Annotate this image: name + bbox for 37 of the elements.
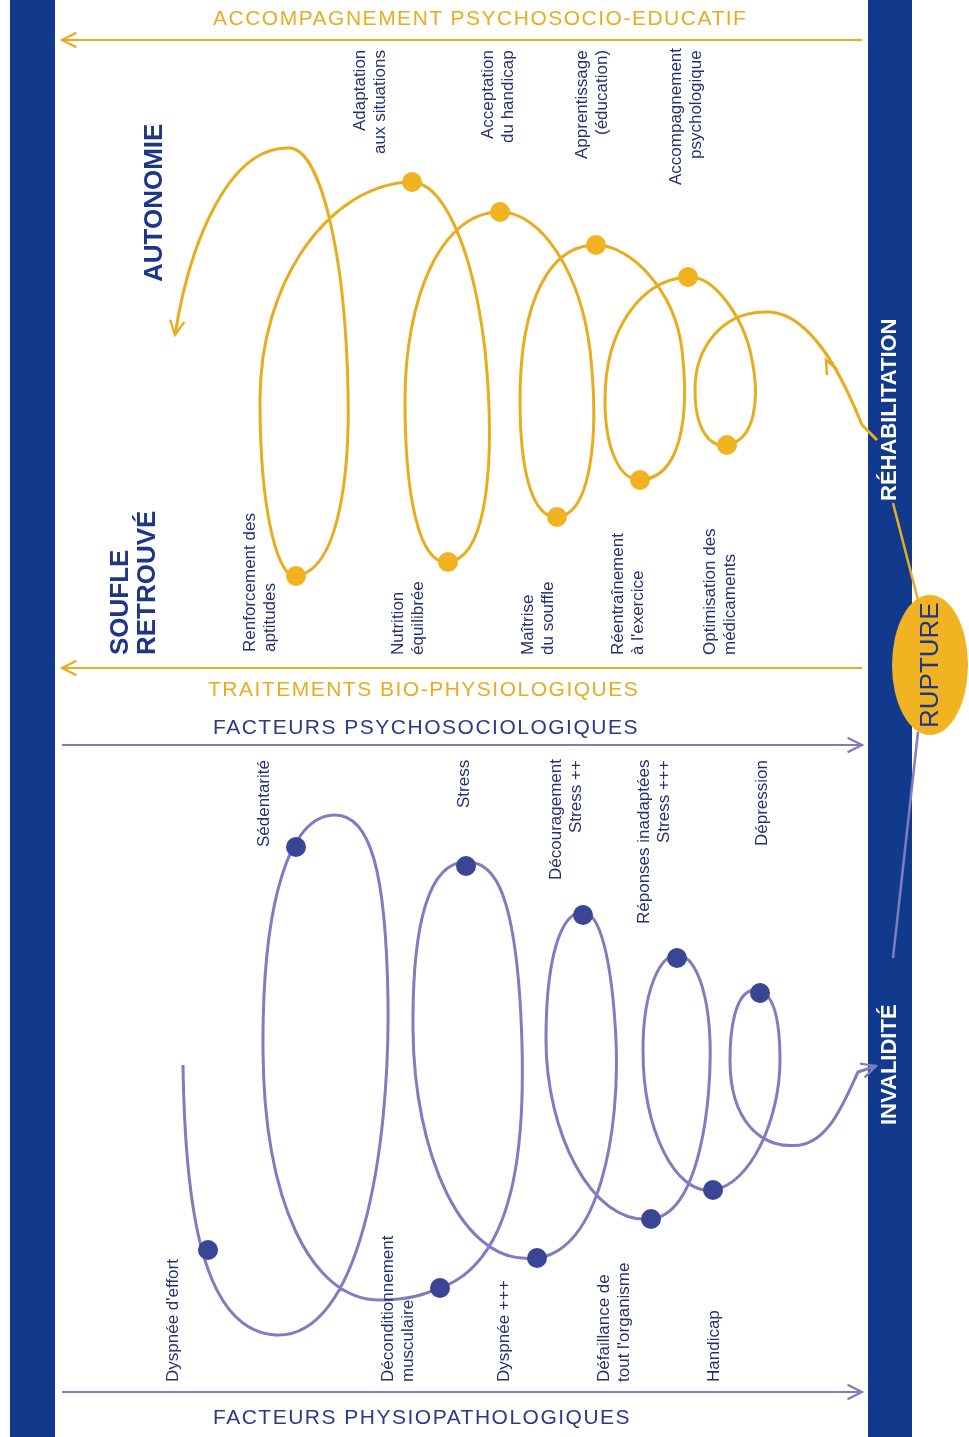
factor-label: Stress bbox=[454, 760, 474, 811]
stage-title: AUTONOMIE bbox=[140, 122, 168, 282]
axis-label: FACTEURS PHYSIOPATHOLOGIQUES bbox=[213, 1405, 632, 1429]
bar-label: RÉHABILITATION bbox=[876, 263, 902, 501]
axis-label: FACTEURS PSYCHOSOCIOLOGIQUES bbox=[213, 715, 639, 739]
connector-line bbox=[891, 502, 920, 601]
factor-label: Réentraînement à l'exercice bbox=[608, 535, 648, 655]
factor-label: Accompagnement psychologique bbox=[666, 50, 706, 185]
vertical-bar bbox=[868, 0, 912, 1437]
factor-label: Renforcement des aptitudes bbox=[240, 512, 280, 652]
factor-label: Sédentarité bbox=[254, 760, 274, 849]
arrow bbox=[61, 1383, 864, 1401]
vertical-bar bbox=[10, 0, 55, 1437]
factor-label: Dyspnée d'effort bbox=[163, 1258, 183, 1382]
factor-label: Découragement Stress ++ bbox=[546, 760, 586, 880]
factor-label: Dyspnée +++ bbox=[494, 1279, 514, 1382]
arrow bbox=[61, 736, 864, 754]
factor-label: Acceptation du handicap bbox=[478, 50, 518, 145]
arrow bbox=[60, 659, 863, 677]
rupture-ellipse: RUPTURE bbox=[892, 595, 968, 735]
factor-label: Optimisation des médicaments bbox=[700, 527, 740, 655]
axis-label: ACCOMPAGNEMENT PSYCHOSOCIO-EDUCATIF bbox=[213, 6, 748, 30]
factor-label: Dépression bbox=[752, 760, 772, 848]
factor-label: Réponses inadaptées Stress +++ bbox=[634, 760, 674, 927]
factor-label: Défaillance de tout l'organisme bbox=[594, 1262, 634, 1382]
stage-title: SOUFLE RETROUVÉ bbox=[106, 509, 161, 655]
factor-label: Déconditionnement musculaire bbox=[378, 1234, 418, 1382]
bar-label: INVALIDITÉ bbox=[876, 958, 902, 1125]
connector-line bbox=[891, 731, 920, 959]
factor-label: Apprentissage (éducation) bbox=[572, 50, 612, 161]
factor-label: Handicap bbox=[704, 1309, 724, 1382]
spiral-arrow bbox=[181, 813, 878, 1337]
factor-label: Adaptation aux situations bbox=[350, 50, 390, 156]
arrow bbox=[60, 31, 863, 49]
factor-label: Maîtrise du souffle bbox=[518, 580, 558, 655]
axis-label: TRAITEMENTS BIO-PHYSIOLOGIQUES bbox=[208, 677, 640, 701]
factor-label: Nutrition équilibrée bbox=[388, 580, 428, 655]
